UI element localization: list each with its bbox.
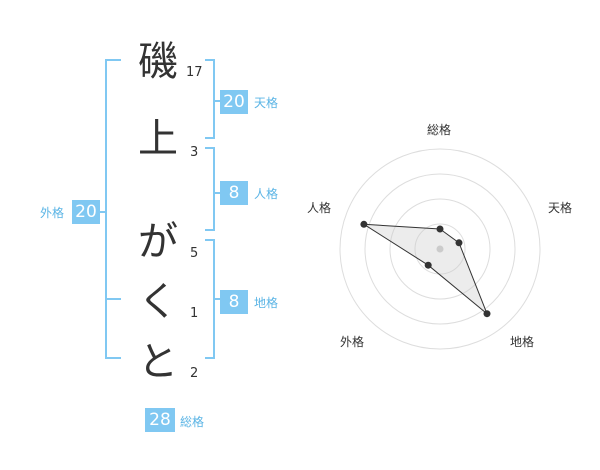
name-char-5: と	[138, 339, 178, 385]
tenkaku-label: 天格	[254, 96, 279, 110]
radar-axis-label-soukaku: 総格	[427, 123, 452, 137]
radar-axis-label-chikaku: 地格	[510, 335, 535, 349]
name-char-3: が	[138, 219, 178, 265]
jinkaku-label: 人格	[254, 187, 279, 201]
radar-ring-4	[339, 148, 541, 350]
radar-ring-2	[389, 198, 491, 300]
radar-ring-1	[414, 223, 466, 275]
jinkaku-badge: 8	[220, 181, 248, 205]
stroke-count-1: 17	[186, 65, 203, 80]
gaikaku-badge: 20	[72, 200, 100, 224]
name-char-1: 磯	[138, 39, 178, 85]
radar-axis-label-gaikaku: 外格	[340, 335, 365, 349]
stroke-count-4: 1	[190, 306, 199, 321]
stroke-count-2: 3	[190, 145, 199, 160]
stroke-count-3: 5	[190, 246, 199, 261]
radar-axis-label-tenkaku: 天格	[548, 201, 573, 215]
jinkaku-bracket	[205, 147, 215, 231]
tenkaku-badge: 20	[220, 90, 248, 114]
radar-axis-label-jinkaku: 人格	[307, 201, 332, 215]
soukaku-label: 総格	[180, 415, 205, 429]
name-char-4: く	[138, 279, 178, 325]
radar-center-dot	[436, 245, 444, 253]
soukaku-badge: 28	[145, 408, 175, 432]
name-char-2: 上	[138, 116, 178, 162]
radar-point-4	[424, 261, 432, 269]
radar-point-2	[455, 239, 463, 247]
tenkaku-bracket	[205, 59, 215, 139]
radar-point-1	[436, 225, 444, 233]
radar-ring-3	[364, 173, 516, 325]
radar-point-3	[483, 310, 491, 318]
stroke-count-5: 2	[190, 366, 199, 381]
radar-series-polygon	[363, 223, 488, 315]
gaikaku-label: 外格	[40, 206, 65, 220]
radar-point-5	[360, 220, 368, 228]
chikaku-label: 地格	[254, 296, 279, 310]
chikaku-badge: 8	[220, 290, 248, 314]
gaikaku-bracket	[105, 59, 121, 359]
